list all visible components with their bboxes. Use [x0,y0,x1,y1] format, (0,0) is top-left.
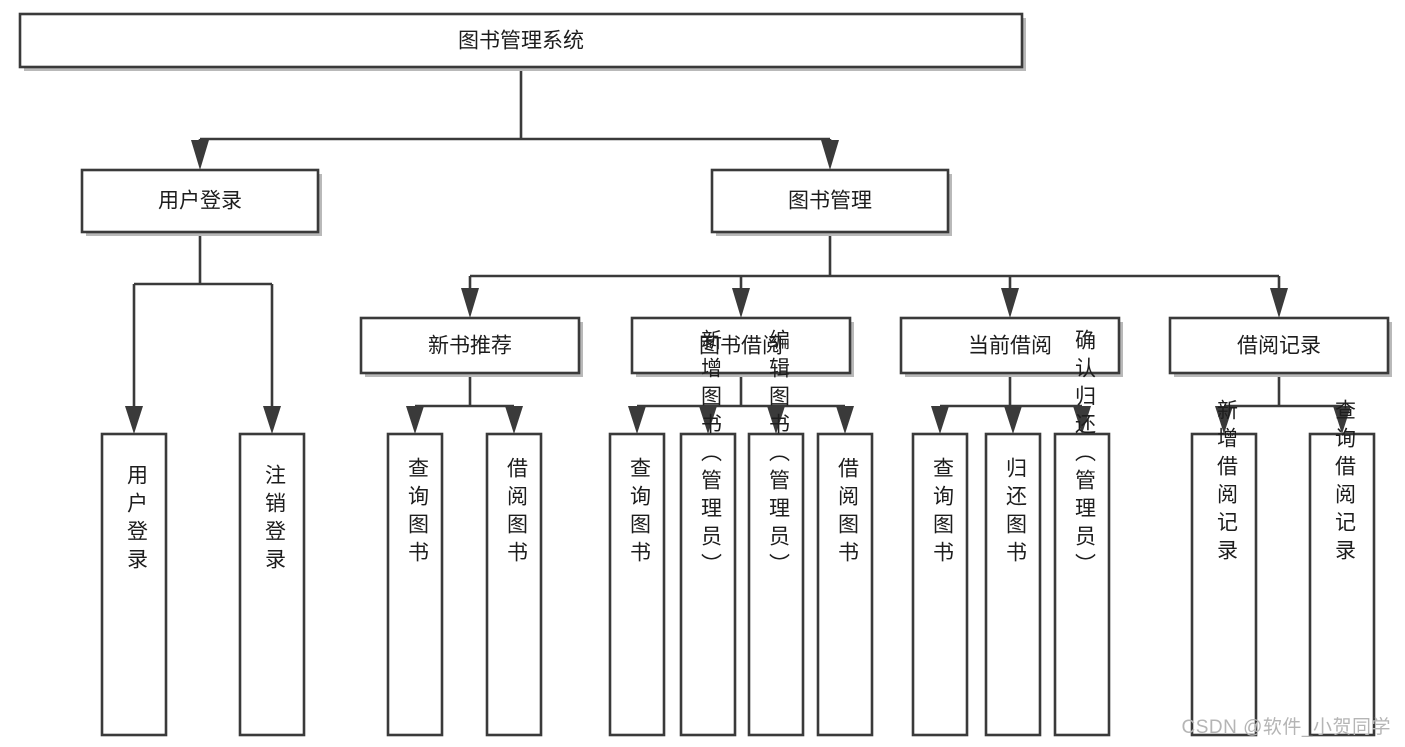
arrow-head-new-book-recommend [461,288,479,318]
arrow-head-leaf-confirm-return [1073,406,1091,434]
book-manage-box[interactable] [710,168,950,234]
node-current-borrow[interactable]: 当前借阅 [899,316,1123,377]
leaf-user-login-label: 用户登录 [125,464,149,576]
node-leaf-borrow-book-2[interactable]: 借阅图书 [816,432,874,737]
root-box[interactable] [18,12,1024,69]
user-login-label: 用户登录 [158,190,242,213]
leaf-query-book-1-box[interactable] [386,432,444,737]
node-leaf-add-book[interactable]: 新增图书（管理员） [679,329,737,737]
arrow-head-leaf-logout [263,406,281,434]
connector-layer [125,67,1351,434]
node-leaf-query-book-1[interactable]: 查询图书 [386,432,444,737]
leaf-borrow-book-2-label: 借阅图书 [836,457,860,569]
leaf-edit-book-label: 编辑图书（管理员） [767,329,791,581]
arrow-head-leaf-borrow-book-2 [836,406,854,434]
arrow-head-leaf-add-record [1215,406,1233,434]
leaf-query-book-1-label: 查询图书 [406,457,430,569]
new-book-recommend-label: 新书推荐 [428,335,512,358]
arrow-head-book-borrow [732,288,750,318]
root-label: 图书管理系统 [458,30,584,53]
leaf-query-record-box[interactable] [1308,432,1376,737]
borrow-record-box[interactable] [1168,316,1390,375]
arrow-head-user-login [191,140,209,170]
leaf-query-book-3-box[interactable] [911,432,969,737]
node-leaf-confirm-return[interactable]: 确认归还（管理员） [1053,329,1111,737]
leaf-query-book-3-label: 查询图书 [931,457,955,569]
new-book-recommend-box[interactable] [359,316,581,375]
arrow-head-book-manage [821,140,839,170]
arrow-head-borrow-record [1270,288,1288,318]
node-leaf-add-record[interactable]: 新增借阅记录 [1190,399,1258,737]
leaf-query-record-label: 查询借阅记录 [1333,399,1357,567]
arrow-head-leaf-query-book-2 [628,406,646,434]
borrow-record-label: 借阅记录 [1237,335,1321,358]
node-leaf-user-login[interactable]: 用户登录 [100,432,168,737]
book-manage-label: 图书管理 [788,190,872,213]
arrow-head-leaf-user-login [125,406,143,434]
leaf-add-record-box[interactable] [1190,432,1258,737]
arrow-head-leaf-query-book-1 [406,406,424,434]
node-leaf-return-book[interactable]: 归还图书 [984,432,1042,737]
leaf-logout-label: 注销登录 [263,464,287,576]
leaf-edit-book-box[interactable] [747,432,805,737]
leaf-add-record-label: 新增借阅记录 [1215,399,1239,567]
node-leaf-query-book-2[interactable]: 查询图书 [608,432,666,737]
arrow-head-leaf-edit-book [767,406,785,434]
node-leaf-edit-book[interactable]: 编辑图书（管理员） [747,329,805,737]
node-borrow-record[interactable]: 借阅记录 [1168,316,1392,377]
leaf-confirm-return-label: 确认归还（管理员） [1073,329,1097,581]
node-leaf-logout[interactable]: 注销登录 [238,432,306,737]
user-login-box[interactable] [80,168,320,234]
leaf-logout-box[interactable] [238,432,306,737]
current-borrow-label: 当前借阅 [968,335,1052,358]
leaf-user-login-box[interactable] [100,432,168,737]
leaf-confirm-return-box[interactable] [1053,432,1111,737]
node-book-borrow[interactable]: 图书借阅 [630,316,854,377]
leaf-borrow-book-1-label: 借阅图书 [505,457,529,569]
node-root[interactable]: 图书管理系统 [18,12,1026,71]
leaf-query-book-2-box[interactable] [608,432,666,737]
node-leaf-query-book-3[interactable]: 查询图书 [911,432,969,737]
leaf-query-book-2-label: 查询图书 [628,457,652,569]
leaf-return-book-box[interactable] [984,432,1042,737]
arrow-head-leaf-query-record [1333,406,1351,434]
arrow-head-leaf-borrow-book-1 [505,406,523,434]
book-borrow-label: 图书借阅 [699,335,783,358]
arrow-head-current-borrow [1001,288,1019,318]
node-new-book-recommend[interactable]: 新书推荐 [359,316,583,377]
leaf-add-book-label: 新增图书（管理员） [699,329,723,581]
arrow-head-leaf-add-book [699,406,717,434]
node-leaf-borrow-book-1[interactable]: 借阅图书 [485,432,543,737]
arrow-head-leaf-query-book-3 [931,406,949,434]
leaf-borrow-book-1-box[interactable] [485,432,543,737]
node-user-login[interactable]: 用户登录 [80,168,322,236]
leaf-add-book-box[interactable] [679,432,737,737]
current-borrow-box[interactable] [899,316,1121,375]
leaf-borrow-book-2-box[interactable] [816,432,874,737]
arrow-head-leaf-return-book [1004,406,1022,434]
book-borrow-box[interactable] [630,316,852,375]
leaf-return-book-label: 归还图书 [1004,457,1028,569]
node-book-manage[interactable]: 图书管理 [710,168,952,236]
node-leaf-query-record[interactable]: 查询借阅记录 [1308,399,1376,737]
